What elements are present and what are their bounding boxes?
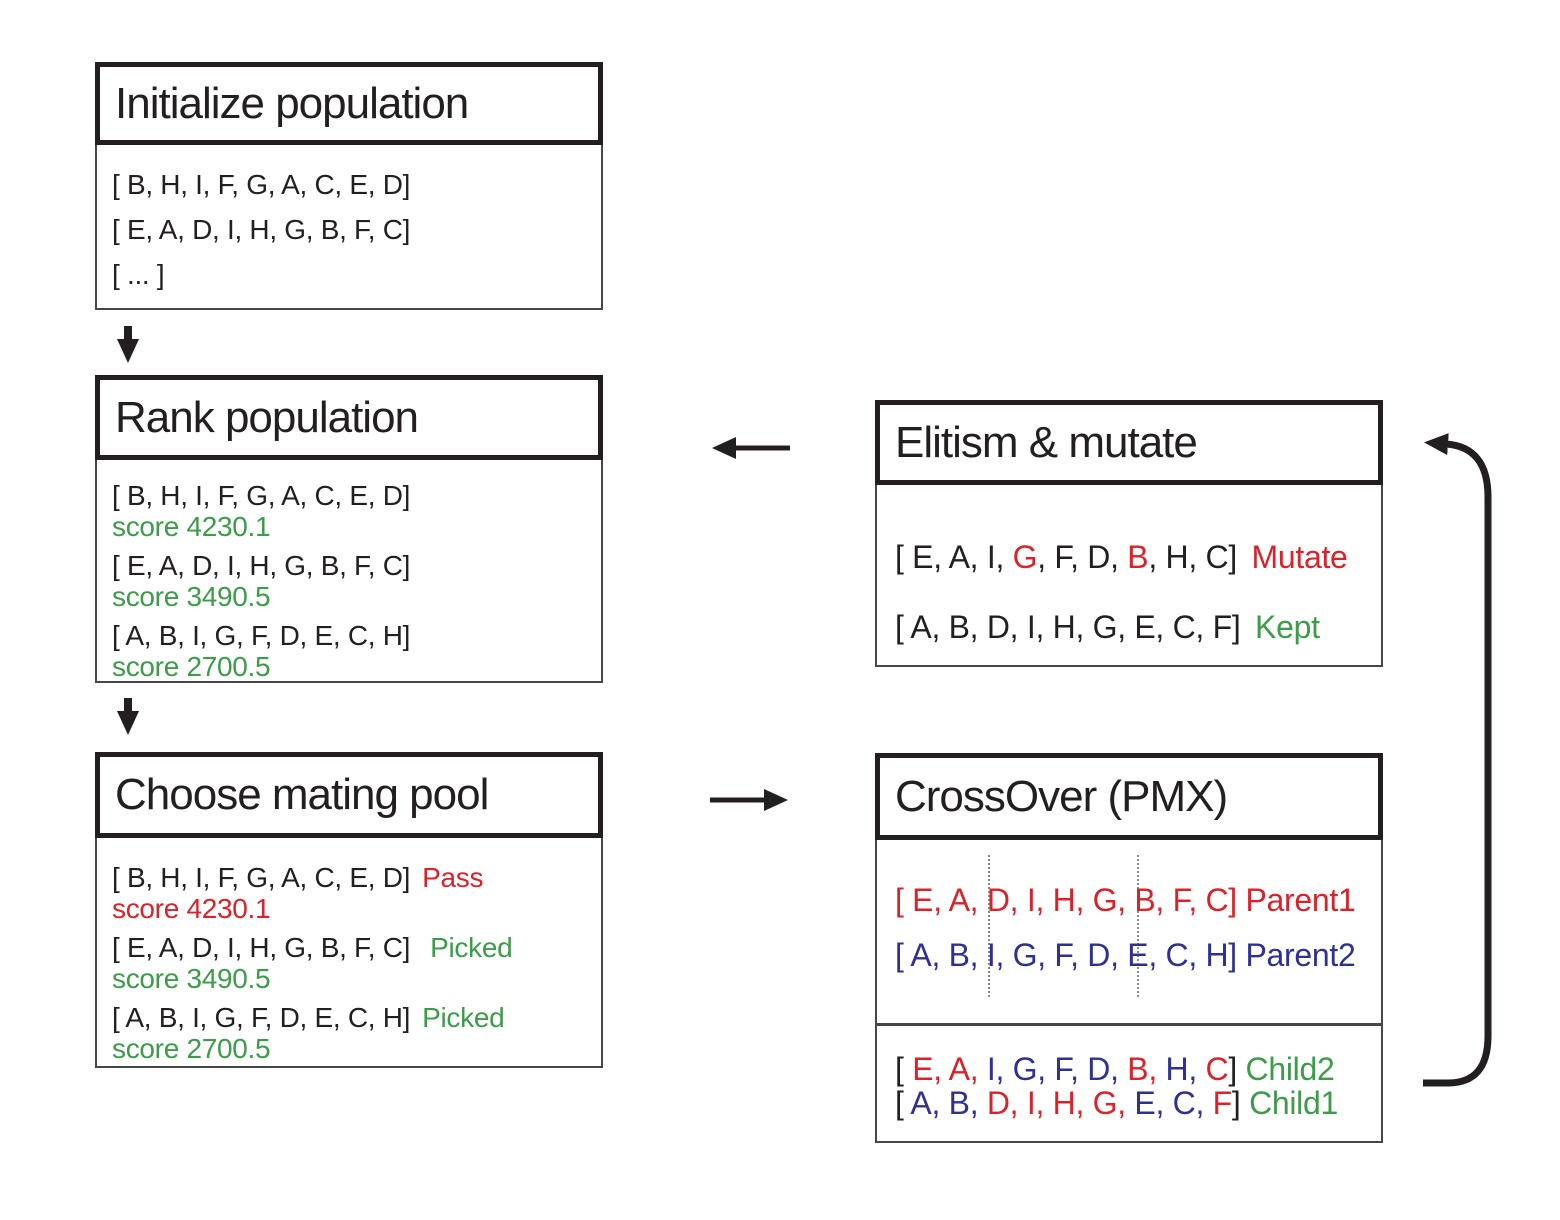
ranked-individual: [ B, H, I, F, G, A, C, E, D] score 4230.…: [112, 480, 601, 542]
population-list-ellipsis: [ ... ]: [112, 259, 165, 290]
crossover-cut-line-1: [988, 855, 990, 997]
child1-label: Child1: [1249, 1085, 1338, 1121]
selection-tag: Picked: [422, 1002, 505, 1033]
mutated-individual: [ E, A, I, G, F, D, B, H, C] Mutate: [895, 537, 1348, 577]
gene-segment: B,: [1127, 1051, 1166, 1087]
gene-segment: E, A,: [912, 1051, 987, 1087]
mating-candidate: [ A, B, I, G, F, D, E, C, H] Picked score…: [112, 1002, 601, 1064]
parent2-label: Parent2: [1245, 937, 1356, 973]
gene-list: [ A, B, I, G, F, D, E, C, H]: [112, 1002, 411, 1033]
choose-mating-pool-body: [ B, H, I, F, G, A, C, E, D] Pass score 4…: [95, 838, 603, 1068]
elitism-mutate-title: Elitism & mutate: [895, 417, 1198, 467]
score-value: score 4230.1: [112, 893, 271, 924]
elitism-mutate-header: Elitism & mutate: [875, 400, 1383, 485]
initialize-population-header: Initialize population: [95, 62, 603, 145]
gene-segment: , F, D,: [1037, 539, 1128, 575]
gene-list: [ A, B, I, G, F, D, E, C, H]: [112, 620, 411, 651]
selection-tag: Picked: [430, 932, 513, 963]
gene-segment: H,: [1165, 1051, 1206, 1087]
rank-population-header: Rank population: [95, 375, 603, 460]
gene-list-multicolor: [ A, B, D, I, H, G, E, C, F]: [895, 1085, 1249, 1121]
choose-mating-pool-title: Choose mating pool: [115, 770, 489, 819]
mating-candidate: [ B, H, I, F, G, A, C, E, D] Pass score 4…: [112, 862, 601, 924]
gene-segment: C: [1205, 1051, 1229, 1087]
crossover-header: CrossOver (PMX): [875, 753, 1383, 840]
score-value: score 3490.5: [112, 963, 271, 994]
gene-list: [ B, H, I, F, G, A, C, E, D]: [112, 862, 411, 893]
child1-row: [ A, B, D, I, H, G, E, C, F] Child1: [895, 1085, 1338, 1121]
parent2-row: [ A, B, I, G, F, D, E, C, H] Parent2: [895, 935, 1356, 975]
score-value: score 3490.5: [112, 581, 271, 612]
gene-list-multicolor: [ E, A, I, G, F, D, B, H, C]: [895, 1051, 1246, 1087]
rank-population-body: [ B, H, I, F, G, A, C, E, D] score 4230.…: [95, 460, 603, 683]
elitism-mutate-body: [ E, A, I, G, F, D, B, H, C] Mutate [ A,…: [875, 485, 1383, 667]
child2-label: Child2: [1245, 1051, 1335, 1087]
gene-segment: F: [1212, 1085, 1233, 1121]
parent1-row: [ E, A, D, I, H, G, B, F, C] Parent1: [895, 880, 1356, 920]
gene-segment: , H, C]: [1148, 539, 1246, 575]
gene-segment: ]: [1231, 1085, 1250, 1121]
gene-list: [ E, A, D, I, H, G, B, F, C]: [112, 550, 411, 581]
kept-tag: Kept: [1255, 609, 1320, 645]
crossover-title: CrossOver (PMX): [895, 771, 1228, 821]
mutate-tag: Mutate: [1251, 539, 1348, 575]
gene-segment: E, C,: [1134, 1085, 1213, 1121]
mating-candidate: [ E, A, D, I, H, G, B, F, C] Picked score…: [112, 932, 601, 994]
initialize-population-title: Initialize population: [115, 78, 469, 128]
gene-segment: D, I, H, G,: [986, 1085, 1135, 1121]
rank-population-title: Rank population: [115, 392, 419, 442]
loop-arrow-crossover-to-elitism: [1423, 433, 1492, 1087]
ranked-individual: [ A, B, I, G, F, D, E, C, H] score 2700.…: [112, 620, 601, 682]
gene-segment: G: [1012, 539, 1038, 575]
population-list: [ E, A, D, I, H, G, B, F, C]: [112, 214, 411, 245]
gene-list: [ A, B, I, G, F, D, E, C, H]: [895, 937, 1246, 973]
crossover-body: [ E, A, D, I, H, G, B, F, C] Parent1 [ A…: [875, 840, 1383, 1143]
selection-tag: Pass: [422, 862, 484, 893]
crossover-section-divider: [877, 1023, 1381, 1026]
gene-list-multicolor: [ E, A, I, G, F, D, B, H, C]: [895, 539, 1246, 575]
population-list: [ B, H, I, F, G, A, C, E, D]: [112, 169, 411, 200]
ranked-individual: [ E, A, D, I, H, G, B, F, C] score 3490.…: [112, 550, 601, 612]
gene-segment: [: [895, 1085, 911, 1121]
parent1-label: Parent1: [1245, 882, 1356, 918]
gene-list: [ E, A, D, I, H, G, B, F, C]: [112, 932, 411, 963]
score-value: score 2700.5: [112, 1033, 271, 1064]
gene-list: [ A, B, D, I, H, G, E, C, F]: [895, 609, 1250, 645]
gene-list: [ E, A, D, I, H, G, B, F, C]: [895, 882, 1246, 918]
score-value: score 2700.5: [112, 651, 271, 682]
gene-segment: [ E, A, I,: [895, 539, 1013, 575]
gene-segment: A, B,: [910, 1085, 987, 1121]
kept-individual: [ A, B, D, I, H, G, E, C, F] Kept: [895, 607, 1320, 647]
gene-list: [ B, H, I, F, G, A, C, E, D]: [112, 480, 411, 511]
crossover-cut-line-2: [1137, 855, 1139, 997]
child2-row: [ E, A, I, G, F, D, B, H, C] Child2: [895, 1051, 1335, 1087]
score-value: score 4230.1: [112, 511, 271, 542]
gene-segment: [: [895, 1051, 913, 1087]
gene-segment: I, G, F, D,: [986, 1051, 1128, 1087]
choose-mating-pool-header: Choose mating pool: [95, 752, 603, 838]
gene-segment: B: [1127, 539, 1149, 575]
gene-segment: ]: [1228, 1051, 1246, 1087]
initialize-population-body: [ B, H, I, F, G, A, C, E, D] [ E, A, D, …: [95, 145, 603, 310]
